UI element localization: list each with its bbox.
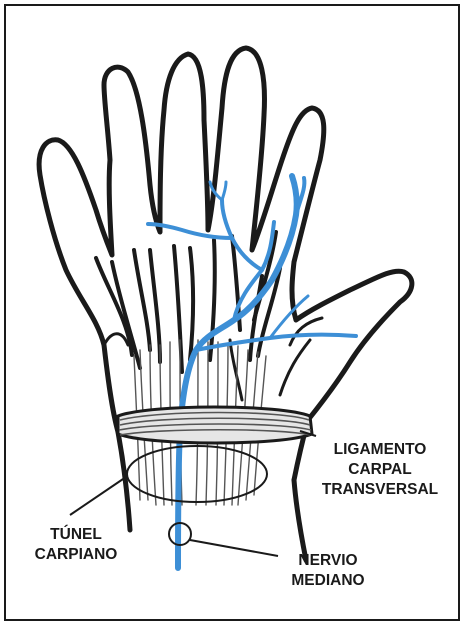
transverse-carpal-ligament [118,407,312,443]
ligament-label-line2: CARPAL [300,460,460,480]
nerve-label-line1: NERVIO [268,551,388,571]
ligament-label-line1: LIGAMENTO [300,440,460,460]
nerve-label: NERVIO MEDIANO [268,551,388,591]
ligament-label-line3: TRANSVERSAL [300,480,460,500]
nerve-label-line2: MEDIANO [268,571,388,591]
tunnel-label-line1: TÚNEL [20,525,132,545]
tunnel-label: TÚNEL CARPIANO [20,525,132,565]
tunnel-label-line2: CARPIANO [20,545,132,565]
ligament-label: LIGAMENTO CARPAL TRANSVERSAL [300,440,460,500]
